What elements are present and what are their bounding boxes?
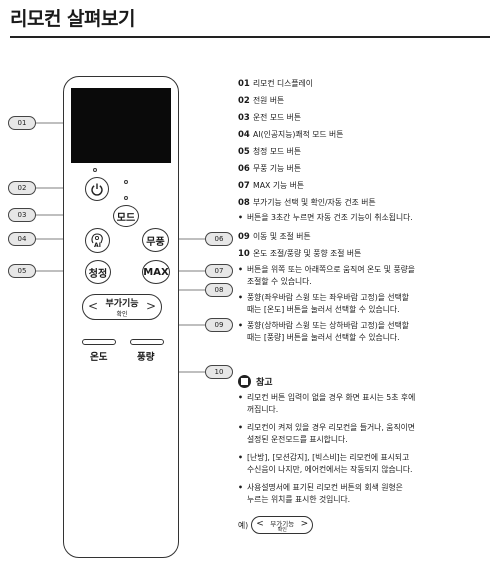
example-row: 예) < 부가기능 확인 > (238, 516, 314, 534)
example-option-button: < 부가기능 확인 > (251, 516, 314, 534)
example-button-label: 부가기능 (270, 520, 295, 528)
power-icon (91, 183, 103, 196)
indicator-led (93, 168, 97, 172)
page-title: 리모컨 살펴보기 (10, 8, 135, 30)
confirm-label: 확인 (116, 311, 128, 318)
callout-05: 05 (8, 264, 36, 278)
power-button[interactable] (85, 177, 109, 201)
fan-label: 풍량 (137, 352, 155, 363)
windless-button-label: 무풍 (146, 236, 165, 248)
note-heading: 참고 (238, 375, 273, 388)
example-prefix: 예) (238, 520, 249, 530)
mode-button-label: 모드 (116, 212, 136, 224)
chevron-right-icon: > (300, 519, 309, 529)
callout-01: 01 (8, 116, 36, 130)
chevron-right-icon[interactable]: > (145, 299, 156, 313)
fan-adjust-button[interactable] (130, 339, 164, 345)
mode-button[interactable]: 모드 (113, 205, 139, 227)
callout-07: 07 (205, 264, 233, 278)
indicator-led (124, 180, 128, 184)
note-icon (238, 375, 251, 388)
remote-display (71, 88, 171, 163)
ai-comfort-button[interactable]: AI (85, 228, 110, 253)
title-divider (10, 36, 490, 38)
callout-04: 04 (8, 232, 36, 246)
legend-bullet: 버튼을 3초간 누르면 자동 건조 기능이 취소됩니다. (238, 212, 488, 224)
chevron-left-icon: < (256, 519, 264, 529)
ai-head-icon (91, 232, 103, 243)
windless-button[interactable]: 무풍 (142, 228, 169, 252)
max-button[interactable]: MAX (142, 260, 170, 284)
callout-09: 09 (205, 318, 233, 332)
option-navigation-button[interactable]: < 부가기능 확인 > (82, 294, 162, 320)
clean-button[interactable]: 청정 (85, 260, 111, 284)
indicator-led (124, 196, 128, 200)
chevron-left-icon[interactable]: < (88, 299, 99, 313)
ai-button-label: AI (94, 241, 101, 249)
callout-06: 06 (205, 232, 233, 246)
clean-button-label: 청정 (88, 268, 108, 280)
temp-adjust-button[interactable] (82, 339, 116, 345)
temp-label: 온도 (90, 352, 108, 363)
example-confirm-label: 확인 (277, 527, 287, 533)
callout-02: 02 (8, 181, 36, 195)
callout-03: 03 (8, 208, 36, 222)
max-button-label: MAX (143, 266, 169, 278)
callout-08: 08 (205, 283, 233, 297)
option-button-label: 부가기능 (105, 299, 139, 309)
callout-10: 10 (205, 365, 233, 379)
